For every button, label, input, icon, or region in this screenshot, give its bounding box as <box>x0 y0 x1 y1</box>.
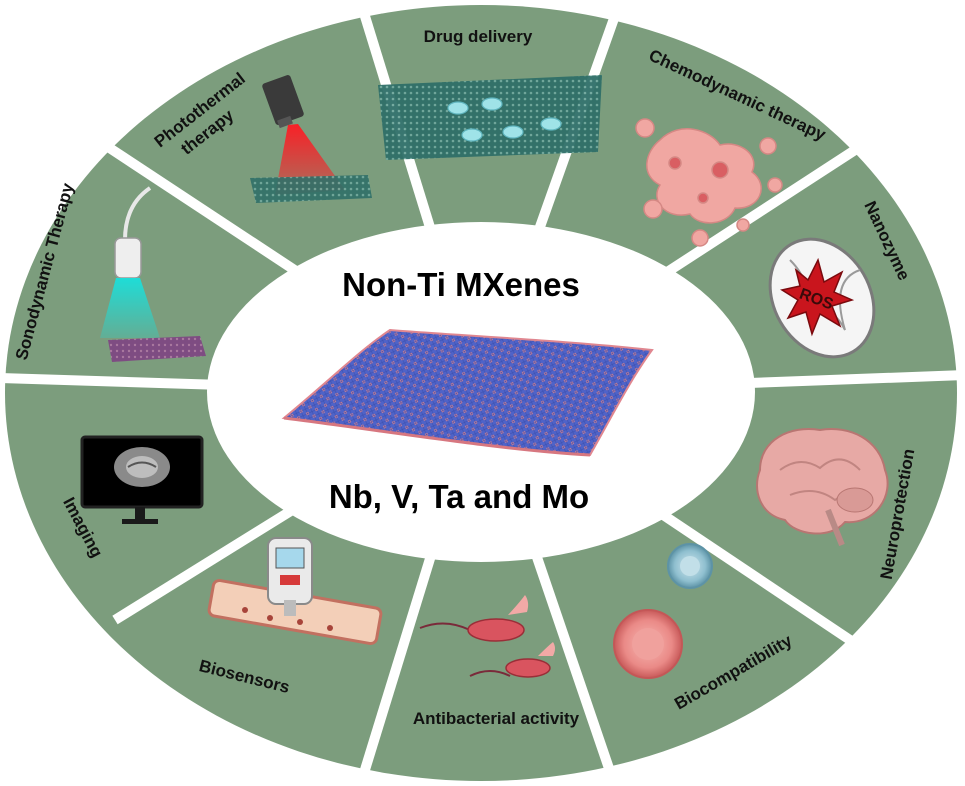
brain-icon <box>756 428 889 547</box>
monitor-brain-scan-icon <box>80 435 204 524</box>
segment-label-antibacterial-activity: Antibacterial activity <box>413 709 580 728</box>
laser-on-sheet-icon <box>250 75 372 203</box>
mitochondrion-ros-icon: ROS <box>768 237 876 359</box>
center-title: Non-Ti MXenes <box>342 266 580 303</box>
glucose-meter-blood-vessel-icon <box>207 537 383 646</box>
center-subtitle: Nb, V, Ta and Mo <box>329 478 589 515</box>
ultrasound-probe-icon <box>100 186 206 362</box>
mxene-sheet-with-drug-droplets-icon <box>378 75 602 160</box>
tumor-cell-cluster-icon <box>635 118 783 247</box>
bacteria-icon <box>419 595 555 678</box>
segment-label-drug-delivery: Drug delivery <box>424 27 533 46</box>
mxene-sheet-icon <box>281 328 654 457</box>
blood-cells-icon <box>613 543 713 679</box>
